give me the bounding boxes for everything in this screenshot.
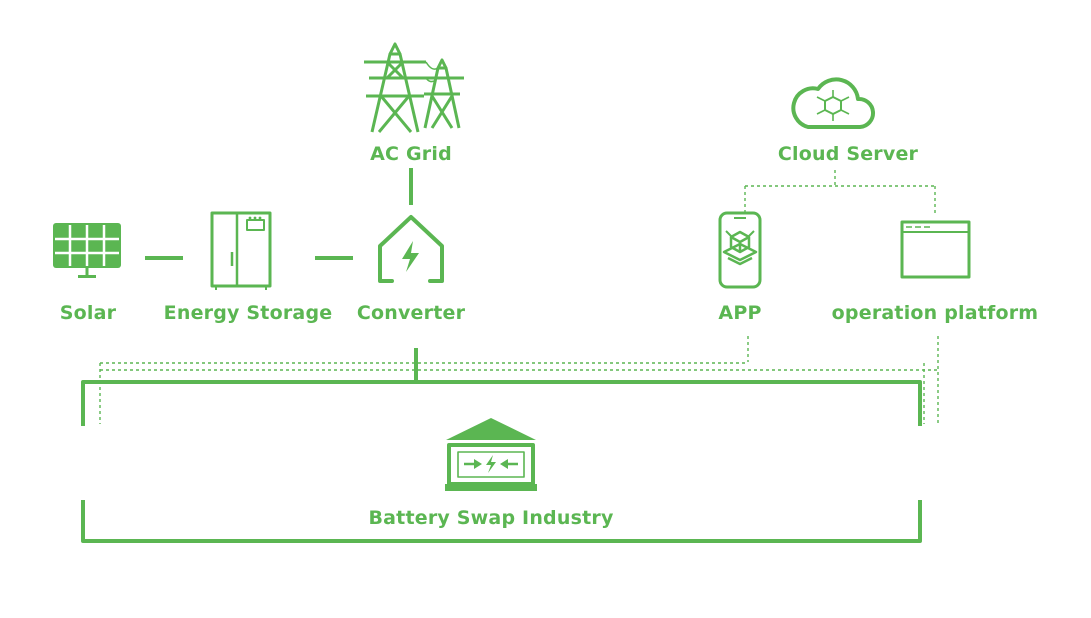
battery-cabinet-icon (210, 211, 272, 290)
battery-swap-frame-bottom (81, 500, 922, 543)
swap-station-icon (445, 418, 537, 491)
connector-lines (81, 168, 922, 543)
app-label: APP (718, 302, 762, 324)
house-lightning-icon (378, 215, 444, 283)
operation-platform-label: operation platform (831, 302, 1039, 324)
smartphone-cube-icon (718, 211, 762, 289)
solar-label: Solar (59, 302, 117, 324)
battery-swap-frame-top (81, 380, 922, 426)
dashed-cloud-branch (744, 170, 936, 214)
data-links (99, 170, 939, 424)
energy-storage-label: Energy Storage (163, 302, 333, 324)
solar-panel-icon (53, 223, 121, 278)
cloud-network-icon (791, 77, 876, 129)
transmission-tower-icon (364, 42, 464, 133)
browser-window-icon (900, 220, 971, 279)
ac-grid-label: AC Grid (370, 143, 452, 165)
cloud-server-label: Cloud Server (777, 143, 919, 165)
battery-swap-label: Battery Swap Industry (368, 507, 614, 529)
converter-label: Converter (356, 302, 466, 324)
